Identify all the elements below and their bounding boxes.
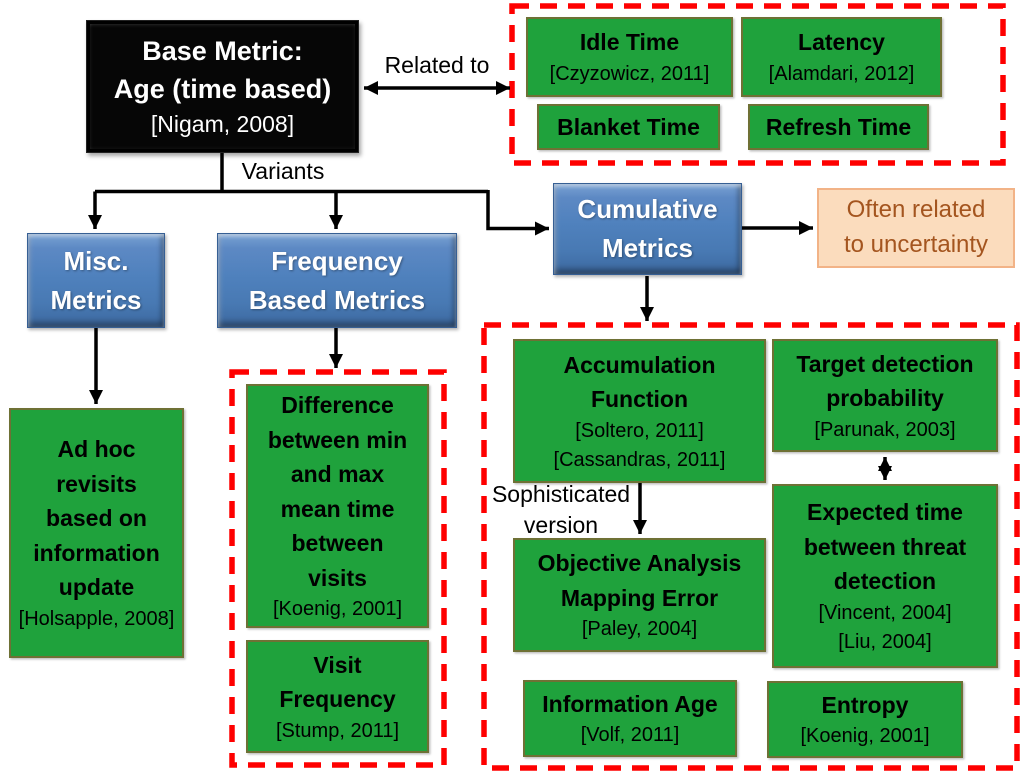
- target-detection-citation: [Parunak, 2003]: [814, 418, 956, 441]
- uncertainty-note-box: Often related to uncertainty: [817, 188, 1015, 268]
- accumulation-function-box: Accumulation Function [Soltero, 2011] [C…: [513, 339, 766, 483]
- entropy-citation: [Koenig, 2001]: [800, 725, 930, 748]
- cumulative-group-outline: [481, 322, 1020, 771]
- adhoc-revisits-citation: [Holsapple, 2008]: [18, 607, 175, 630]
- visit-frequency-citation: [Stump, 2011]: [275, 719, 400, 742]
- target-detection-box: Target detection probability [Parunak, 2…: [772, 339, 998, 452]
- related-to-label: Related to: [384, 52, 490, 78]
- latency-title: Latency: [798, 29, 885, 56]
- visit-frequency-box: Visit Frequency [Stump, 2011]: [246, 640, 429, 753]
- adhoc-revisits-box: Ad hoc revisits based on information upd…: [9, 408, 184, 658]
- base-metric-title: Base Metric: Age (time based): [113, 36, 332, 104]
- objective-analysis-citation: [Paley, 2004]: [581, 618, 698, 640]
- min-max-difference-title: Difference between min and max mean time…: [267, 392, 408, 591]
- refresh-time-box: Refresh Time: [748, 104, 929, 150]
- base-metric-citation: [Nigam, 2008]: [150, 110, 295, 137]
- information-age-citation: [Volf, 2011]: [580, 724, 680, 747]
- arrow-to-cumulative: [486, 190, 549, 236]
- frequency-metrics-title: Frequency Based Metrics: [248, 245, 426, 315]
- idle-time-title: Idle Time: [579, 29, 680, 56]
- uncertainty-note-text: Often related to uncertainty: [843, 196, 989, 258]
- latency-box: Latency [Alamdari, 2012]: [741, 17, 942, 97]
- expected-time-citation: [Vincent, 2004] [Liu, 2004]: [818, 601, 952, 653]
- latency-citation: [Alamdari, 2012]: [768, 62, 915, 85]
- min-max-difference-box: Difference between min and max mean time…: [246, 384, 429, 628]
- idle-time-box: Idle Time [Czyzowicz, 2011]: [526, 17, 733, 97]
- blanket-time-box: Blanket Time: [537, 104, 720, 150]
- information-age-box: Information Age [Volf, 2011]: [523, 680, 737, 757]
- expected-time-box: Expected time between threat detection […: [772, 484, 998, 668]
- adhoc-revisits-title: Ad hoc revisits based on information upd…: [33, 436, 160, 601]
- information-age-title: Information Age: [542, 690, 718, 717]
- misc-metrics-box: Misc. Metrics: [27, 233, 165, 328]
- visit-frequency-title: Visit Frequency: [279, 651, 396, 713]
- cumulative-metrics-title: Cumulative Metrics: [577, 194, 718, 263]
- target-detection-title: Target detection probability: [796, 350, 974, 412]
- cumulative-metrics-box: Cumulative Metrics: [553, 183, 742, 275]
- entropy-box: Entropy [Koenig, 2001]: [767, 681, 963, 758]
- min-max-difference-citation: [Koenig, 2001]: [273, 598, 402, 620]
- variants-label: Variants: [241, 158, 325, 184]
- refresh-time-title: Refresh Time: [765, 113, 912, 140]
- entropy-title: Entropy: [821, 691, 909, 718]
- misc-metrics-title: Misc. Metrics: [50, 245, 142, 315]
- related-group-outline: [509, 3, 1006, 166]
- objective-analysis-box: Objective Analysis Mapping Error [Paley,…: [513, 538, 766, 652]
- base-metric-box: Base Metric: Age (time based) [Nigam, 20…: [86, 20, 359, 153]
- objective-analysis-title: Objective Analysis Mapping Error: [537, 550, 742, 611]
- expected-time-title: Expected time between threat detection: [803, 499, 967, 595]
- accumulation-function-title: Accumulation Function: [563, 351, 716, 413]
- frequency-group-outline: [229, 369, 447, 768]
- accumulation-function-citation: [Soltero, 2011] [Cassandras, 2011]: [553, 419, 726, 471]
- idle-time-citation: [Czyzowicz, 2011]: [549, 62, 710, 85]
- blanket-time-title: Blanket Time: [557, 113, 700, 140]
- sophisticated-version-label: Sophisticated version: [491, 481, 631, 539]
- frequency-metrics-box: Frequency Based Metrics: [217, 233, 457, 328]
